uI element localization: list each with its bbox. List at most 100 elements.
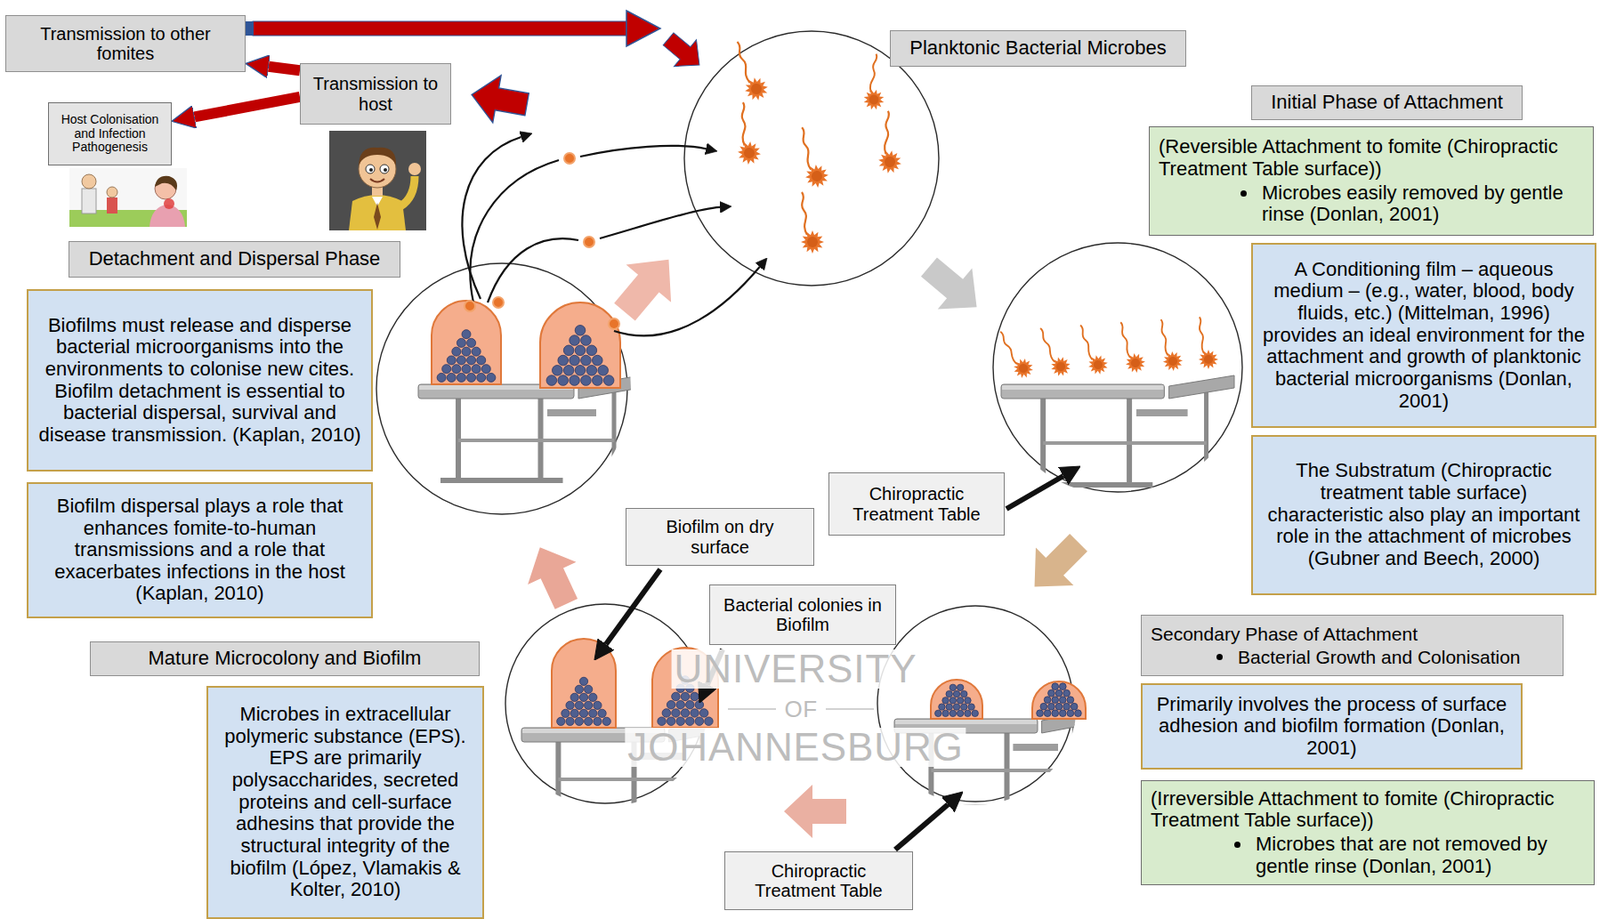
bacterial-cell — [581, 335, 592, 347]
stage-heading: Secondary Phase of AttachmentBacterial G… — [1140, 614, 1564, 677]
bacterial-cell — [603, 375, 615, 387]
bacterial-cell — [671, 692, 681, 702]
table-part — [538, 396, 544, 478]
bacterial-cell — [442, 364, 452, 374]
table-part — [1002, 385, 1164, 390]
bacterial-cell — [964, 710, 971, 717]
info-box: The Substratum (Chiropractic treatment t… — [1251, 435, 1597, 596]
bacterium — [1119, 319, 1147, 374]
cartoon-hair — [358, 147, 396, 166]
bacterial-cell — [579, 693, 588, 702]
bacterial-cell — [676, 717, 686, 727]
bullet-dot — [1234, 841, 1241, 849]
detached-bacterium — [564, 153, 575, 164]
watermark-text: UNIVERSITY — [671, 649, 921, 689]
table-part — [547, 409, 597, 417]
table-part — [914, 805, 1028, 811]
box-text: Detachment and Dispersal Phase — [76, 248, 393, 271]
scene-circle — [376, 263, 628, 515]
table-part — [612, 389, 617, 464]
cell-body — [1010, 355, 1036, 381]
cell-body — [743, 75, 770, 103]
transmission-box: Transmission to other fomites — [5, 15, 246, 73]
treatment-table — [418, 375, 641, 484]
bacterial-cell — [471, 347, 481, 356]
stage-heading: Mature Microcolony and Biofilm — [89, 641, 480, 677]
cell-body — [804, 163, 830, 189]
bacterium — [876, 111, 911, 176]
bacterial-cell — [476, 372, 486, 382]
biofilm-matrix — [551, 638, 616, 728]
bacterial-cell — [956, 684, 963, 691]
cell-core — [807, 236, 818, 248]
bacterial-cell — [1051, 710, 1059, 718]
biofilm-matrix — [431, 300, 502, 385]
bacterial-cell — [1066, 710, 1075, 718]
cartoon-tie — [373, 202, 381, 230]
bacterial-cell — [662, 709, 671, 719]
cell-core — [1092, 359, 1104, 371]
bacterial-cell — [581, 355, 592, 366]
cartoon-throat — [163, 198, 175, 210]
stage-heading: Detachment and Dispersal Phase — [68, 241, 401, 278]
table-part — [1204, 389, 1209, 469]
box-text: Initial Phase of Attachment — [1259, 91, 1515, 114]
bacterial-cell — [942, 697, 949, 704]
bacterial-cell — [1036, 710, 1044, 718]
table-part — [930, 768, 1075, 773]
bacterial-cell — [1048, 689, 1056, 697]
bacterial-cell — [949, 697, 956, 704]
table-part — [541, 814, 655, 820]
box-text: Biofilms must release and disperse bacte… — [35, 315, 364, 447]
bacterial-cell — [597, 365, 609, 377]
bacterial-cell — [961, 690, 968, 697]
biofilm-matrix — [930, 679, 983, 720]
cell-core — [867, 93, 880, 106]
cell-body — [736, 140, 762, 166]
bacterial-cell — [1066, 696, 1075, 704]
bacterial-cell — [467, 355, 477, 365]
flagellum — [736, 40, 750, 84]
transmission-arrow — [268, 66, 300, 72]
bacterial-cell — [1051, 696, 1059, 704]
watermark-text: JOHANNESBURG — [624, 727, 966, 768]
flagellum — [801, 192, 808, 235]
bacterial-cell — [690, 709, 700, 719]
dispersal-path — [599, 207, 720, 239]
bacterial-cell — [565, 701, 574, 710]
flagellum — [801, 127, 811, 170]
bacterial-cell — [1074, 710, 1083, 718]
cell-core — [810, 169, 823, 182]
dispersal-path — [580, 145, 706, 157]
bacterial-cell — [956, 710, 963, 717]
detached-bacterium — [608, 318, 620, 330]
bacterial-cell — [589, 693, 598, 702]
detached-bacterium — [492, 297, 504, 308]
biofilm-dome — [930, 679, 983, 720]
detached-bacterium — [464, 300, 476, 312]
bacterial-cell — [1051, 683, 1059, 691]
bacterial-cell — [452, 364, 461, 374]
cartoon-hair — [154, 176, 178, 191]
bacterium — [800, 192, 825, 254]
box-text: Chiropractic Treatment Table — [734, 861, 904, 902]
bacterial-cell — [574, 717, 583, 726]
bullet-text: Microbes easily removed by gentle rinse … — [1261, 182, 1584, 227]
table-part — [1001, 384, 1164, 399]
bacterial-cell — [579, 709, 588, 718]
bacterial-cell — [1055, 689, 1063, 697]
box-text: Host Colonisation and Infection Pathogen… — [54, 113, 166, 155]
bacterial-cell — [557, 355, 569, 366]
bacterial-cell — [968, 703, 975, 711]
cartoon-shirt — [348, 194, 406, 231]
flow-arrow — [657, 25, 712, 79]
cartoon-eye — [379, 164, 389, 174]
bacterial-cell — [1063, 689, 1071, 697]
table-part — [1040, 396, 1046, 483]
scene-circle — [993, 242, 1243, 493]
table-part — [1004, 731, 1011, 806]
bacterial-cell — [1070, 703, 1078, 711]
bacterium — [800, 125, 830, 189]
detached-bacterium — [583, 236, 595, 248]
stage-heading: Planktonic Bacterial Microbes — [889, 30, 1187, 67]
